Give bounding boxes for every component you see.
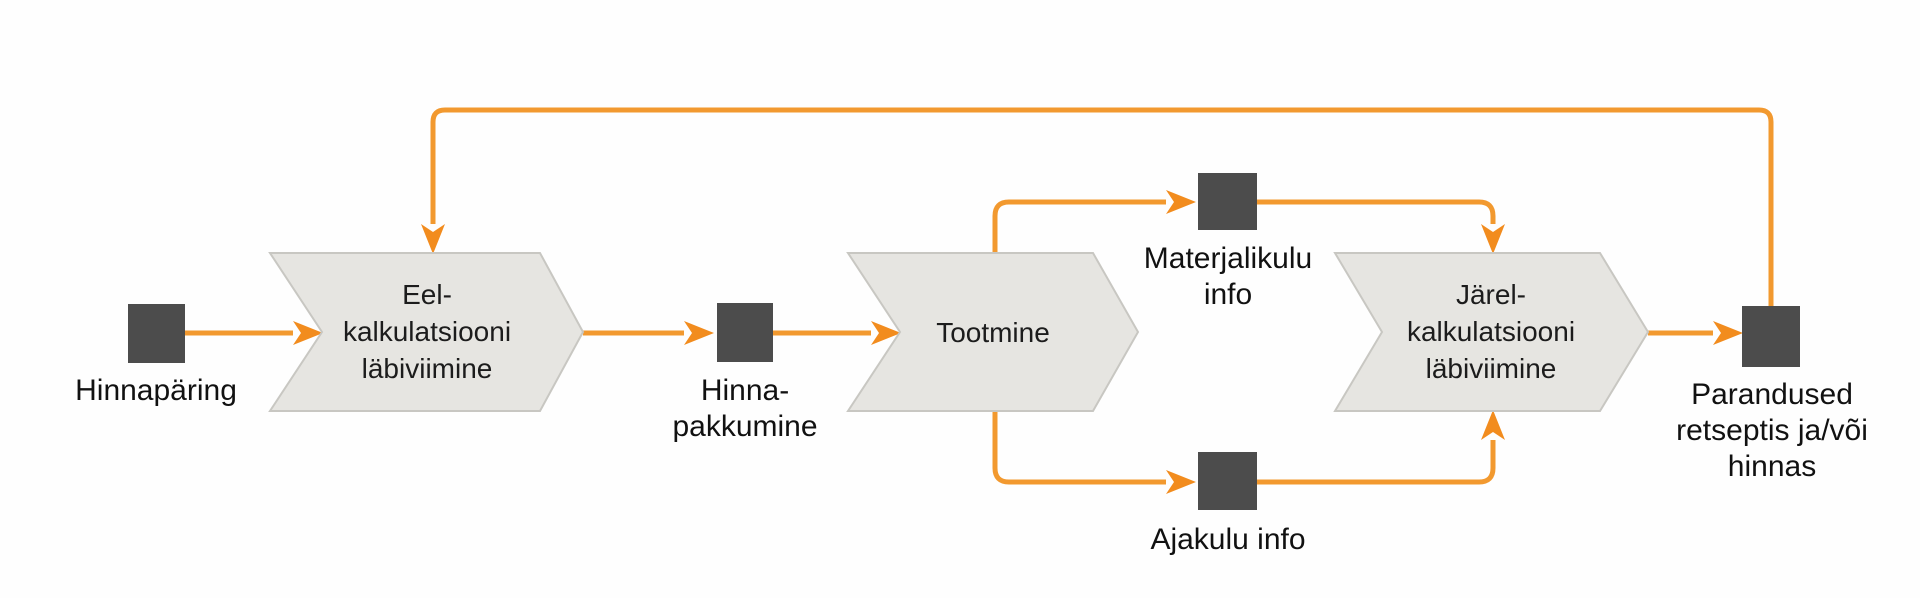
process-chevron-tootmine: [846, 252, 1140, 412]
event-square-hinnaparing: [128, 304, 185, 363]
connector-tootmine-to-ajakulu: [992, 411, 1196, 494]
process-chevron-jarel: [1333, 252, 1650, 412]
label-parandused-line2: retseptis ja/või: [1676, 414, 1868, 447]
label-jarel-line1: Järel-: [1456, 279, 1526, 310]
event-square-materjalikulu: [1198, 173, 1257, 230]
label-materjalikulu-line2: info: [1204, 278, 1252, 311]
label-hinnaparing: Hinnapäring: [75, 374, 237, 407]
label-eel-line1: Eel-: [402, 279, 452, 310]
label-ajakulu: Ajakulu info: [1150, 523, 1305, 556]
label-jarel-line2: kalkulatsiooni: [1407, 316, 1575, 347]
process-labels: Eel- kalkulatsiooni läbiviimine Tootmine…: [343, 279, 1575, 384]
event-labels: Hinnapäring Hinna- pakkumine Materjaliku…: [75, 242, 1868, 556]
label-hinnapakkumine-line1: Hinna-: [701, 374, 789, 407]
label-eel-line2: kalkulatsiooni: [343, 316, 511, 347]
shapes: [128, 173, 1800, 510]
label-parandused-line1: Parandused: [1691, 378, 1853, 411]
event-square-parandused: [1742, 306, 1800, 367]
connectors: [184, 107, 1774, 494]
connector-ajakulu-to-jarel: [1257, 410, 1505, 485]
event-square-hinnapakkumine: [717, 303, 773, 362]
label-materjalikulu-line1: Materjalikulu: [1144, 242, 1312, 275]
connector-feedback-parandused-to-eel: [421, 107, 1774, 306]
label-jarel-line3: läbiviimine: [1426, 353, 1557, 384]
event-square-ajakulu: [1198, 452, 1257, 510]
label-hinnapakkumine-line2: pakkumine: [672, 410, 817, 443]
label-parandused-line3: hinnas: [1728, 450, 1816, 483]
process-chevron-eel: [268, 252, 585, 412]
connector-materjalikulu-to-jarel: [1257, 199, 1505, 254]
label-eel-line3: läbiviimine: [362, 353, 493, 384]
label-tootmine: Tootmine: [936, 317, 1050, 348]
connector-tootmine-to-materjalikulu: [992, 190, 1196, 253]
